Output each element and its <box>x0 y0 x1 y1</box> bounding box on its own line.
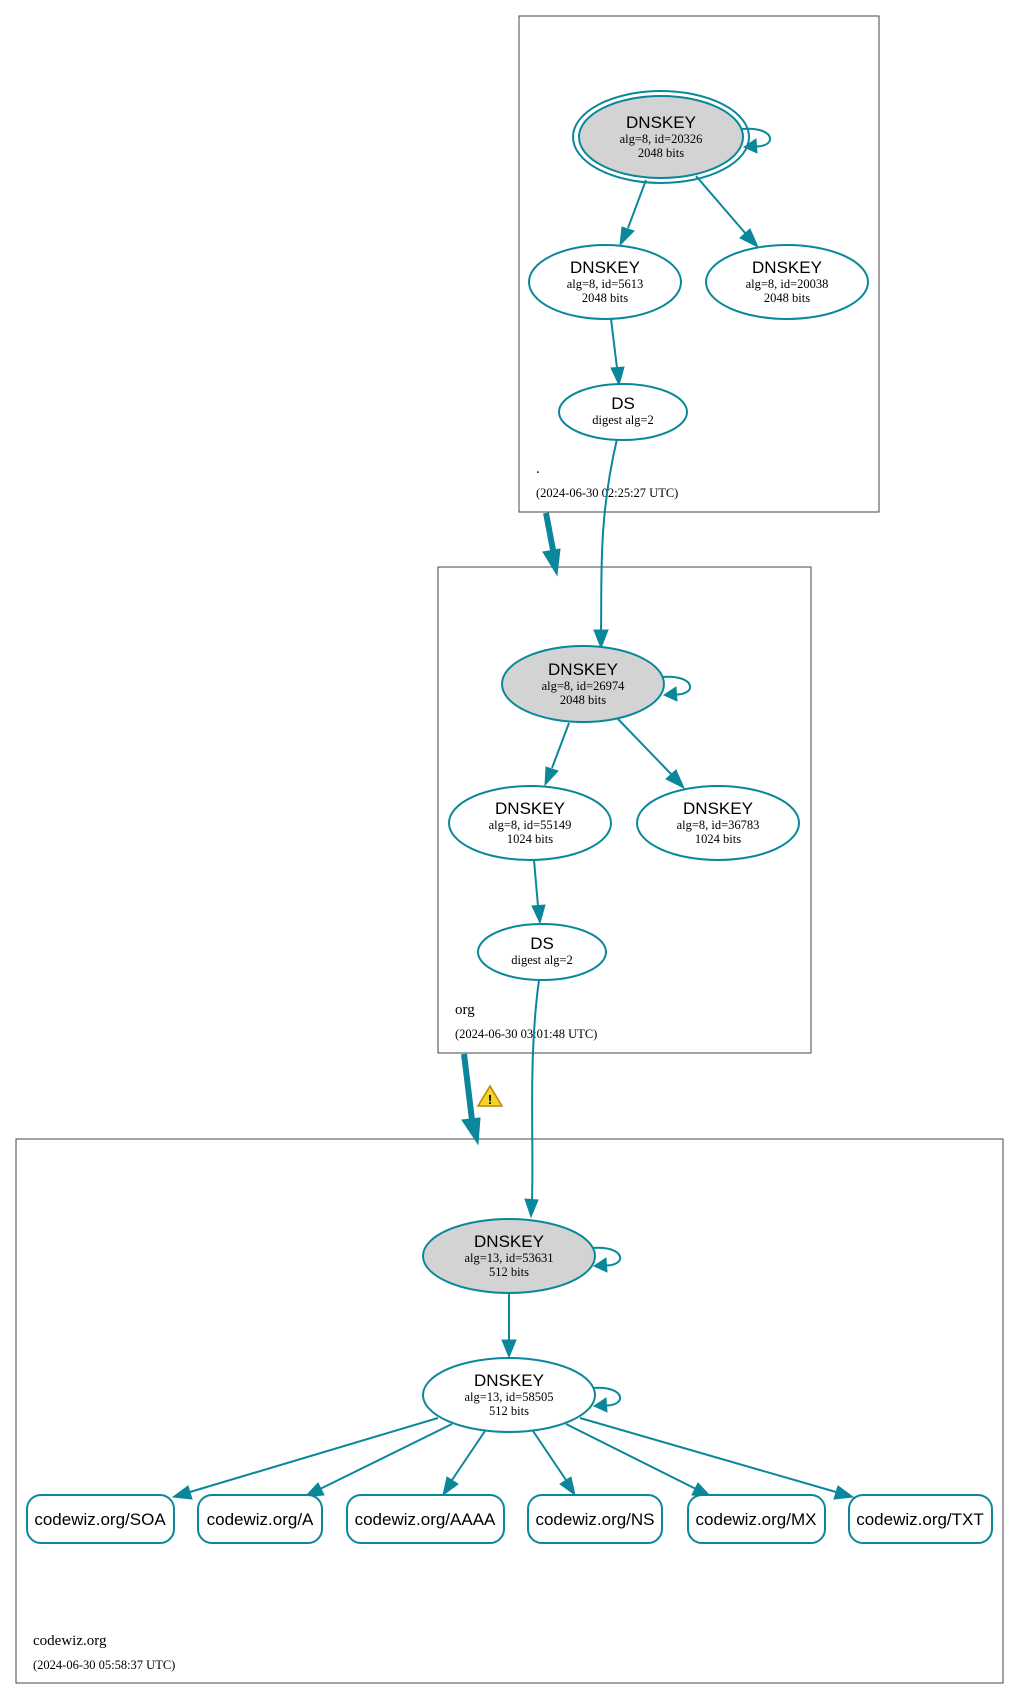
node-org-zsk1[interactable]: DNSKEY alg=8, id=55149 1024 bits <box>448 785 612 861</box>
node-cw-ksk-line1: alg=13, id=53631 <box>464 1251 553 1265</box>
node-org-ksk-title: DNSKEY <box>548 660 618 679</box>
node-cw-zsk-line2: 512 bits <box>489 1404 529 1418</box>
edge-cw-zsk-aaaa <box>442 1430 486 1497</box>
rrset-a-label: codewiz.org/A <box>207 1510 314 1529</box>
node-root-zsk2-line1: alg=8, id=20038 <box>746 277 829 291</box>
rrset-a[interactable]: codewiz.org/A <box>197 1494 323 1544</box>
edge-org-ksk-zsk2 <box>617 718 686 790</box>
rrset-txt-label: codewiz.org/TXT <box>856 1510 984 1529</box>
rrset-mx-label: codewiz.org/MX <box>696 1510 817 1529</box>
zone-codewiz-box <box>15 1138 1004 1684</box>
node-root-zsk2-line2: 2048 bits <box>764 291 810 305</box>
rrset-aaaa[interactable]: codewiz.org/AAAA <box>346 1494 505 1544</box>
node-root-zsk2-title: DNSKEY <box>752 258 822 277</box>
edge-root-ksk-self <box>741 127 771 154</box>
edge-root-ksk-zsk2 <box>695 175 760 249</box>
node-cw-zsk-title: DNSKEY <box>474 1371 544 1390</box>
zone-codewiz: codewiz.org (2024-06-30 05:58:37 UTC) <box>15 1138 1004 1684</box>
node-cw-ksk[interactable]: DNSKEY alg=13, id=53631 512 bits <box>422 1218 596 1294</box>
zone-codewiz-name: codewiz.org <box>33 1633 107 1649</box>
edge-root-ds-org-ksk <box>593 438 618 650</box>
node-org-ksk-line1: alg=8, id=26974 <box>542 679 626 693</box>
node-root-zsk1[interactable]: DNSKEY alg=8, id=5613 2048 bits <box>528 244 682 320</box>
edge-cw-zsk-ns <box>532 1430 576 1497</box>
zone-org-box <box>437 566 812 1054</box>
rrset-ns[interactable]: codewiz.org/NS <box>527 1494 663 1544</box>
node-org-ds-title: DS <box>530 934 554 953</box>
svg-text:!: ! <box>488 1092 492 1107</box>
node-org-zsk1-line1: alg=8, id=55149 <box>489 818 572 832</box>
node-root-ksk[interactable]: DNSKEY alg=8, id=20326 2048 bits <box>572 90 750 184</box>
node-cw-ksk-line2: 512 bits <box>489 1265 529 1279</box>
warning-icon[interactable]: ! <box>476 1084 504 1107</box>
node-cw-zsk-line1: alg=13, id=58505 <box>464 1390 553 1404</box>
edge-cw-ksk-zsk <box>501 1294 517 1359</box>
node-root-zsk2[interactable]: DNSKEY alg=8, id=20038 2048 bits <box>705 244 869 320</box>
node-root-ksk-line2: 2048 bits <box>638 146 684 160</box>
node-org-ksk-line2: 2048 bits <box>560 693 606 707</box>
edge-org-ds-cw-ksk <box>524 979 540 1219</box>
node-root-ds-title: DS <box>611 394 635 413</box>
zone-root-box <box>518 15 880 513</box>
node-root-zsk1-line2: 2048 bits <box>582 291 628 305</box>
rrset-ns-label: codewiz.org/NS <box>535 1510 654 1529</box>
node-root-ksk-line1: alg=8, id=20326 <box>620 132 703 146</box>
rrset-soa-label: codewiz.org/SOA <box>34 1510 166 1529</box>
rrset-aaaa-label: codewiz.org/AAAA <box>355 1510 496 1529</box>
rrset-txt[interactable]: codewiz.org/TXT <box>848 1494 993 1544</box>
node-org-zsk2-line2: 1024 bits <box>695 832 741 846</box>
rrset-soa[interactable]: codewiz.org/SOA <box>26 1494 175 1544</box>
edge-org-ksk-zsk1 <box>544 722 570 787</box>
node-org-zsk1-line2: 1024 bits <box>507 832 553 846</box>
node-org-zsk2-line1: alg=8, id=36783 <box>677 818 760 832</box>
node-org-ds[interactable]: DS digest alg=2 <box>477 923 607 981</box>
node-org-zsk1-title: DNSKEY <box>495 799 565 818</box>
node-cw-zsk[interactable]: DNSKEY alg=13, id=58505 512 bits <box>422 1357 596 1433</box>
node-org-ksk[interactable]: DNSKEY alg=8, id=26974 2048 bits <box>501 645 665 723</box>
edge-root-zsk1-ds <box>610 318 625 387</box>
edge-root-ksk-zsk1 <box>619 179 647 247</box>
edge-cw-ksk-self <box>591 1246 621 1273</box>
node-org-zsk2[interactable]: DNSKEY alg=8, id=36783 1024 bits <box>636 785 800 861</box>
node-org-ds-line1: digest alg=2 <box>511 953 573 967</box>
node-root-ds[interactable]: DS digest alg=2 <box>558 383 688 441</box>
edge-cw-zsk-soa <box>171 1417 439 1500</box>
node-root-zsk1-line1: alg=8, id=5613 <box>567 277 644 291</box>
zone-org-timestamp: (2024-06-30 03:01:48 UTC) <box>455 1027 597 1041</box>
delegation-root-org <box>542 512 561 577</box>
node-org-zsk2-title: DNSKEY <box>683 799 753 818</box>
zone-codewiz-timestamp: (2024-06-30 05:58:37 UTC) <box>33 1658 175 1672</box>
edge-cw-zsk-self <box>591 1386 621 1413</box>
delegation-org-codewiz <box>461 1053 481 1146</box>
zone-root-name: . <box>536 461 540 477</box>
node-root-zsk1-title: DNSKEY <box>570 258 640 277</box>
node-cw-ksk-title: DNSKEY <box>474 1232 544 1251</box>
node-root-ds-line1: digest alg=2 <box>592 413 654 427</box>
rrset-mx[interactable]: codewiz.org/MX <box>687 1494 826 1544</box>
edge-org-zsk1-ds <box>531 859 546 925</box>
edge-cw-zsk-txt <box>579 1417 855 1500</box>
node-root-ksk-title: DNSKEY <box>626 113 696 132</box>
edge-org-ksk-self <box>661 675 691 702</box>
zone-org: org (2024-06-30 03:01:48 UTC) <box>437 566 812 1054</box>
zone-org-name: org <box>455 1002 475 1018</box>
